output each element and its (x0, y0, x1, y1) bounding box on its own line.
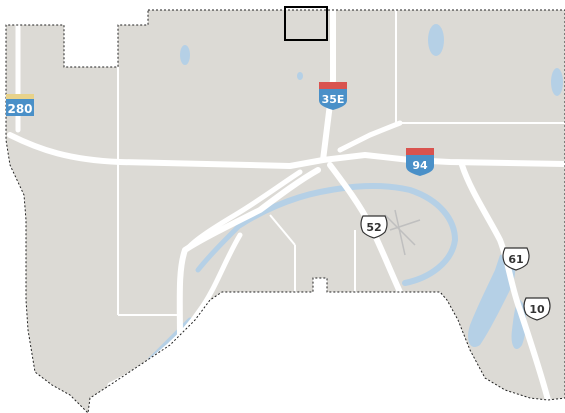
us-10-label: 10 (529, 303, 545, 316)
mississippi-river (237, 182, 459, 286)
river-road-west (185, 169, 303, 251)
us-52-label: 52 (366, 221, 381, 234)
minor-roads (117, 10, 565, 316)
lake-phalen (428, 24, 444, 56)
us-shield-outline (360, 215, 388, 239)
interstate-shield-top (319, 82, 347, 89)
interstate-shield-top (406, 148, 434, 155)
river-south-branch (195, 222, 243, 273)
interstate-shield-body (319, 89, 347, 110)
i94-ramp-north (337, 120, 403, 153)
us61-road (459, 162, 551, 403)
state-shield-top (6, 94, 34, 99)
mn-280-shield[interactable]: 280 (6, 94, 34, 116)
interstate-shield-body (406, 155, 434, 176)
shepard-road (107, 232, 243, 388)
pigs-eye-lake (468, 254, 516, 348)
lake-como (180, 45, 190, 65)
interstate-94-shield[interactable]: 94 (406, 148, 434, 176)
us-61-shield[interactable]: 61 (502, 247, 530, 271)
i35e-south-road (176, 167, 321, 343)
mn-280-label: 280 (7, 102, 32, 116)
selection-box[interactable] (284, 6, 328, 41)
us-shield-outline (523, 297, 551, 321)
lake-east (551, 68, 563, 96)
airport-runways (384, 209, 421, 256)
city-boundary (5, 9, 565, 413)
i94-road (7, 132, 565, 169)
interstate-35e-label: 35E (322, 93, 345, 106)
us-shield-outline (502, 247, 530, 271)
water-features (147, 24, 563, 363)
interstate-35e-shield[interactable]: 35E (319, 82, 347, 110)
state-shield-body (6, 99, 34, 116)
us-61-label: 61 (508, 253, 523, 266)
us-52-shield[interactable]: 52 (360, 215, 388, 239)
city-land-area (6, 10, 565, 413)
lake-small-north (297, 72, 303, 80)
interstate-94-label: 94 (412, 159, 428, 172)
us-10-shield[interactable]: 10 (523, 297, 551, 321)
